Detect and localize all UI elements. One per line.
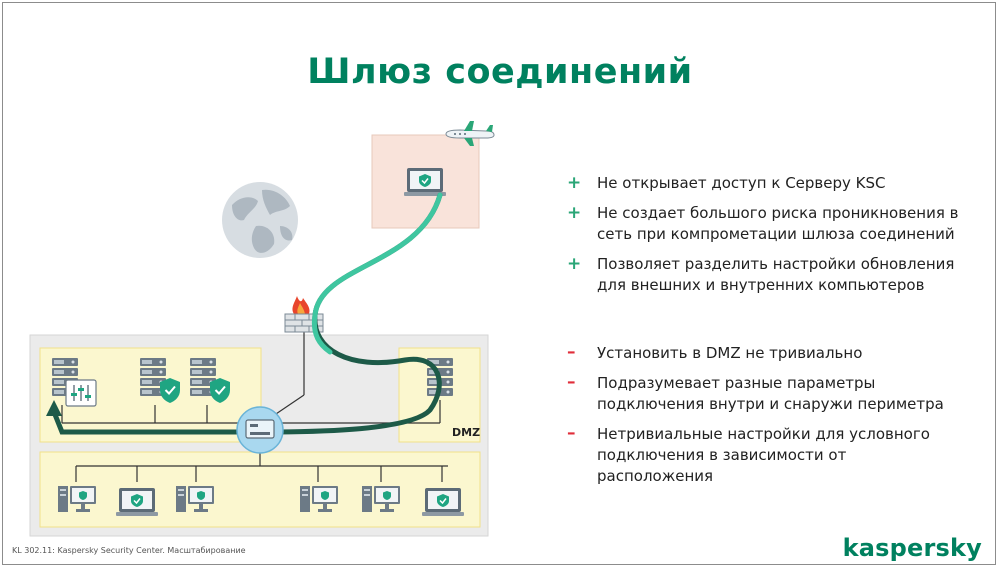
- disadvantage-text: Подразумевает разные параметры подключен…: [597, 374, 944, 413]
- slide-title: Шлюз соединений: [307, 52, 693, 92]
- disadvantage-text: Нетривиальные настройки для условного по…: [597, 425, 930, 485]
- disadvantage-item: – Нетривиальные настройки для условного …: [565, 423, 965, 487]
- dmz-label: DMZ: [452, 426, 480, 439]
- advantage-text: Позволяет разделить настройки обновления…: [597, 255, 955, 294]
- laptop-shield-icon: [421, 487, 465, 517]
- disadvantage-item: – Подразумевает разные параметры подключ…: [565, 372, 965, 415]
- slide-footer: KL 302.11: Kaspersky Security Center. Ма…: [12, 546, 246, 555]
- advantage-item: + Не открывает доступ к Серверу KSC: [565, 173, 965, 194]
- plus-icon: +: [567, 203, 582, 223]
- minus-icon: –: [567, 423, 576, 443]
- laptop-shield-icon: [115, 487, 159, 517]
- disadvantage-item: – Установить в DMZ не тривиально: [565, 342, 965, 364]
- kaspersky-logo: kaspersky: [842, 534, 982, 562]
- advantages-list: + Не открывает доступ к Серверу KSC + Не…: [565, 173, 965, 305]
- disadvantage-text: Установить в DMZ не тривиально: [597, 344, 863, 362]
- laptop-shield-icon: [403, 167, 447, 197]
- globe-icon: [222, 182, 298, 258]
- advantage-text: Не создает большого риска проникновения …: [597, 204, 959, 243]
- plus-icon: +: [567, 254, 582, 274]
- advantage-item: + Позволяет разделить настройки обновлен…: [565, 254, 965, 296]
- arrow-head-icon: [46, 400, 62, 416]
- gateway-hub-icon: [236, 406, 284, 454]
- advantage-item: + Не создает большого риска проникновени…: [565, 203, 965, 245]
- connection-path-remote: [311, 192, 443, 355]
- disadvantages-list: – Установить в DMZ не тривиально – Подра…: [565, 342, 965, 496]
- settings-sliders-icon: [65, 379, 97, 407]
- airplane-icon: [445, 121, 495, 146]
- plus-icon: +: [567, 173, 582, 193]
- minus-icon: –: [567, 372, 576, 392]
- minus-icon: –: [567, 342, 576, 362]
- advantage-text: Не открывает доступ к Серверу KSC: [597, 174, 886, 192]
